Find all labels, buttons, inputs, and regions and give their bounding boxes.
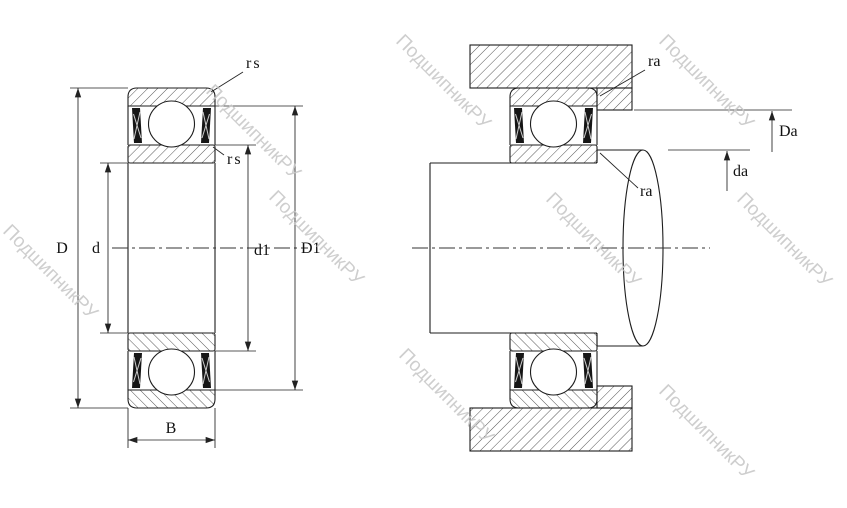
- dim-label-d1: d1: [254, 242, 270, 259]
- dim-label-rs-top: rs: [246, 55, 262, 72]
- leader-rs-inner: [212, 146, 225, 156]
- watermark-text: ПодшипникРУ: [654, 381, 758, 485]
- watermark-text: ПодшипникРУ: [654, 31, 758, 135]
- dim-label-B: B: [166, 420, 177, 437]
- bearing-section-bottom: [127, 332, 216, 409]
- dim-label-da: da: [733, 163, 748, 180]
- leader-rs-top: [210, 71, 244, 93]
- watermark-text: ПодшипникРУ: [732, 189, 836, 293]
- dim-label-D: D: [56, 240, 68, 257]
- leader-ra-inner: [599, 152, 639, 189]
- watermarks: ПодшипникРУ ПодшипникРУ ПодшипникРУ Подш…: [0, 31, 836, 485]
- right-view-dimensions: ra ra Da da: [599, 53, 798, 200]
- bearing-section-bottom: [509, 332, 598, 409]
- dim-label-ra-top: ra: [648, 53, 660, 70]
- dim-label-ra-inner: ra: [640, 183, 652, 200]
- housing-block-bottom: [469, 407, 633, 452]
- dim-label-Da: Da: [779, 123, 798, 140]
- right-view-mounting: ra ra Da da: [412, 44, 798, 452]
- housing-block-top: [469, 44, 633, 89]
- watermark-text: ПодшипникРУ: [201, 81, 305, 185]
- dim-label-D1: D1: [301, 240, 321, 257]
- bearing-section-top: [127, 87, 216, 164]
- leader-ra-top: [599, 69, 646, 97]
- dim-label-rs-inner: rs: [227, 151, 243, 168]
- housing-shoulder-bottom: [596, 385, 633, 409]
- bearing-section-top: [509, 87, 598, 164]
- watermark-text: ПодшипникРУ: [0, 221, 102, 325]
- dim-label-d: d: [92, 240, 100, 257]
- housing-shoulder-top: [596, 87, 633, 111]
- watermark-text: ПодшипникРУ: [394, 345, 498, 449]
- watermark-text: ПодшипникРУ: [264, 187, 368, 291]
- watermark-text: ПодшипникРУ: [541, 189, 645, 293]
- left-view-dimensions: D d d1 D1 B rs rs: [56, 55, 321, 448]
- left-view-bearing: D d d1 D1 B rs rs: [56, 55, 321, 448]
